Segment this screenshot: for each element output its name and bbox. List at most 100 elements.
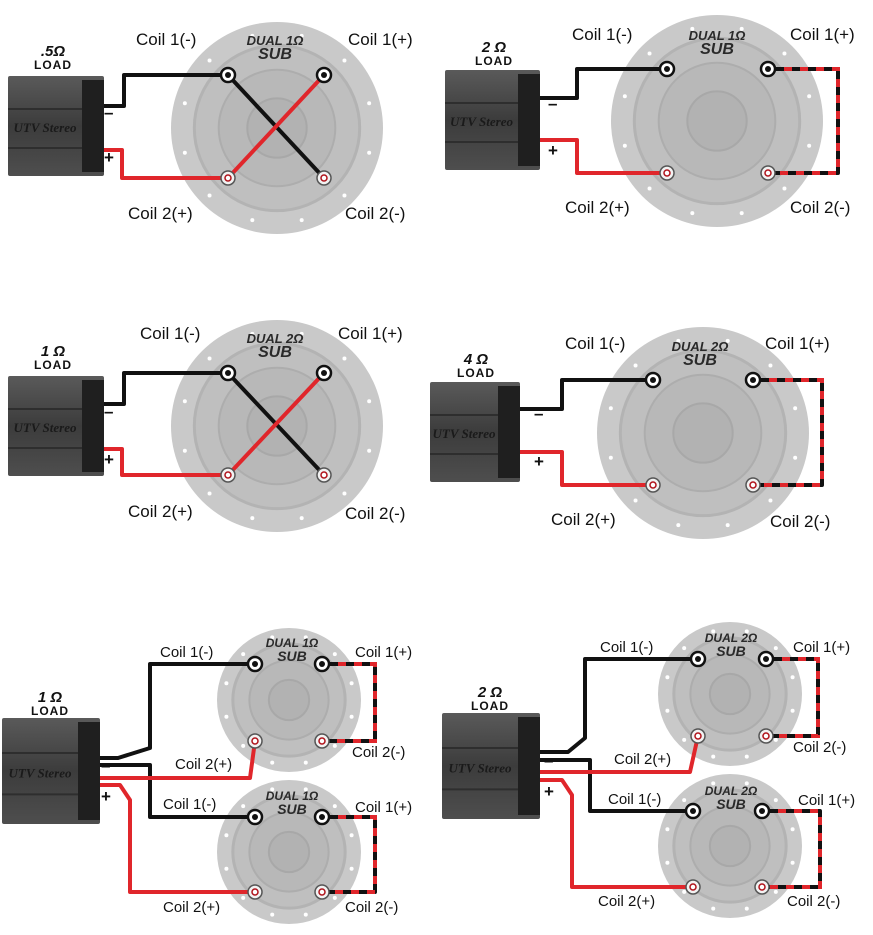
d6-sub1-coil2-minus-label: Coil 2(-) xyxy=(793,739,847,756)
d3-coil2-plus-label: Coil 2(+) xyxy=(128,502,193,521)
d6-sub2-positive-wire xyxy=(540,778,693,889)
mount-hole xyxy=(241,652,246,657)
d6-sub2-coil2-minus-label: Coil 2(-) xyxy=(787,893,841,910)
mount-hole xyxy=(608,406,613,411)
mount-hole xyxy=(332,804,337,809)
d2-plus-terminal-label: + xyxy=(548,141,558,160)
d5-sub2-coil1-minus-label: Coil 1(-) xyxy=(163,796,217,813)
mount-hole xyxy=(342,58,347,63)
mount-hole xyxy=(725,338,730,343)
d4-sub-title: DUAL 2Ω SUB xyxy=(672,340,729,369)
d6-sub1-coil1-minus-label: Coil 1(-) xyxy=(600,639,654,656)
d2-load-ohms: 2 Ω xyxy=(481,39,507,56)
terminal-post xyxy=(318,737,326,745)
d5-sub1-word: SUB xyxy=(277,648,307,664)
mount-hole xyxy=(332,895,337,900)
mount-hole xyxy=(241,895,246,900)
d1-coil2-plus-terminal xyxy=(220,170,236,186)
mount-hole xyxy=(682,737,687,742)
terminal-post xyxy=(252,661,258,667)
d1-negative-wire xyxy=(104,73,228,108)
d5-sub2-coil2-plus-terminal xyxy=(247,884,263,900)
mount-hole xyxy=(367,150,372,155)
amp-body xyxy=(8,76,104,176)
d3-positive-wire xyxy=(104,447,228,477)
d6-load-label: 2 Ω LOAD xyxy=(471,685,509,712)
d4-sub-rating: DUAL 2Ω xyxy=(671,339,729,354)
mount-hole xyxy=(182,101,187,106)
d3-coil2-plus-terminal xyxy=(220,467,236,483)
d2-coil1-plus-label: Coil 1(+) xyxy=(790,25,855,44)
amp-logo: UTV Stereo xyxy=(449,760,512,775)
mount-hole xyxy=(744,754,749,759)
d1-coil1-minus-label: Coil 1(-) xyxy=(136,30,197,49)
d5-sub2-positive-wire xyxy=(100,783,255,894)
d4-coil2-minus-label: Coil 2(-) xyxy=(770,512,831,531)
d2-sub-word: SUB xyxy=(700,41,734,58)
terminal-post xyxy=(251,888,259,896)
d5-sub1-rating: DUAL 1Ω xyxy=(265,636,319,650)
amp-endcap xyxy=(518,717,540,815)
terminal-post xyxy=(664,66,670,72)
mount-hole xyxy=(224,714,229,719)
mount-hole xyxy=(270,760,275,765)
mount-hole xyxy=(224,681,229,686)
d5-minus-terminal-label: – xyxy=(101,756,111,775)
d2-coil1-plus-terminal xyxy=(759,60,777,78)
d5-load-word: LOAD xyxy=(31,704,69,718)
mount-hole xyxy=(332,743,337,748)
d5-sub1-coil1-minus-label: Coil 1(-) xyxy=(160,644,214,661)
d3-cross-positive-wire xyxy=(226,371,326,477)
mount-hole xyxy=(665,827,670,832)
d3-load-word: LOAD xyxy=(34,358,72,372)
d2-sub-rating: DUAL 1Ω xyxy=(688,28,746,43)
mount-hole xyxy=(270,787,275,792)
d4-negative-wire xyxy=(520,378,653,411)
mount-hole xyxy=(349,681,354,686)
amp-endcap xyxy=(518,74,540,166)
mount-hole xyxy=(270,912,275,917)
mount-hole xyxy=(367,399,372,404)
mount-hole xyxy=(711,629,716,634)
mount-hole xyxy=(270,635,275,640)
d5-sub2-coil2-plus-label: Coil 2(+) xyxy=(163,899,221,916)
d1-sub-title: DUAL 1Ω SUB xyxy=(247,34,304,63)
sub-dustcap xyxy=(686,90,748,152)
terminal-post xyxy=(252,814,258,820)
d3-sub-word: SUB xyxy=(258,344,292,361)
terminal-post xyxy=(650,377,656,383)
mount-hole xyxy=(690,26,695,31)
mount-hole xyxy=(690,211,695,216)
mount-hole xyxy=(303,787,308,792)
d1-amplifier: UTV Stereo xyxy=(8,76,104,176)
d6-sub2-negative-wire xyxy=(540,758,693,813)
terminal-post xyxy=(749,481,757,489)
d2-coil2-plus-label: Coil 2(+) xyxy=(565,198,630,217)
mount-hole xyxy=(682,646,687,651)
mount-hole xyxy=(682,889,687,894)
d3-sub-title: DUAL 2Ω SUB xyxy=(247,332,304,361)
d6-sub2-coil2-plus-terminal xyxy=(685,879,701,895)
sub-dustcap xyxy=(267,678,311,722)
d5-sub1-coil1-minus-terminal xyxy=(246,655,264,673)
d2-amplifier: UTV Stereo xyxy=(445,70,540,170)
terminal-post xyxy=(320,174,328,182)
mount-hole xyxy=(349,833,354,838)
terminal-post xyxy=(224,471,232,479)
d4-load-label: 4 Ω LOAD xyxy=(457,352,495,379)
d5-sub2-coil2-minus-label: Coil 2(-) xyxy=(345,899,399,916)
terminal-post xyxy=(318,888,326,896)
mount-hole xyxy=(744,781,749,786)
sub-dustcap xyxy=(267,830,311,874)
mount-hole xyxy=(790,708,795,713)
mount-hole xyxy=(299,218,304,223)
mount-hole xyxy=(739,211,744,216)
d6-sub1-coil2-plus-label: Coil 2(+) xyxy=(614,751,672,768)
d6-minus-terminal-label: – xyxy=(544,751,554,770)
d6-sub1-coil2-plus-terminal xyxy=(690,728,706,744)
mount-hole xyxy=(665,708,670,713)
amp-logo: UTV Stereo xyxy=(433,426,496,441)
d2-coil2-plus-terminal xyxy=(659,165,675,181)
mount-hole xyxy=(303,912,308,917)
d1-load-ohms: .5Ω xyxy=(40,43,66,60)
